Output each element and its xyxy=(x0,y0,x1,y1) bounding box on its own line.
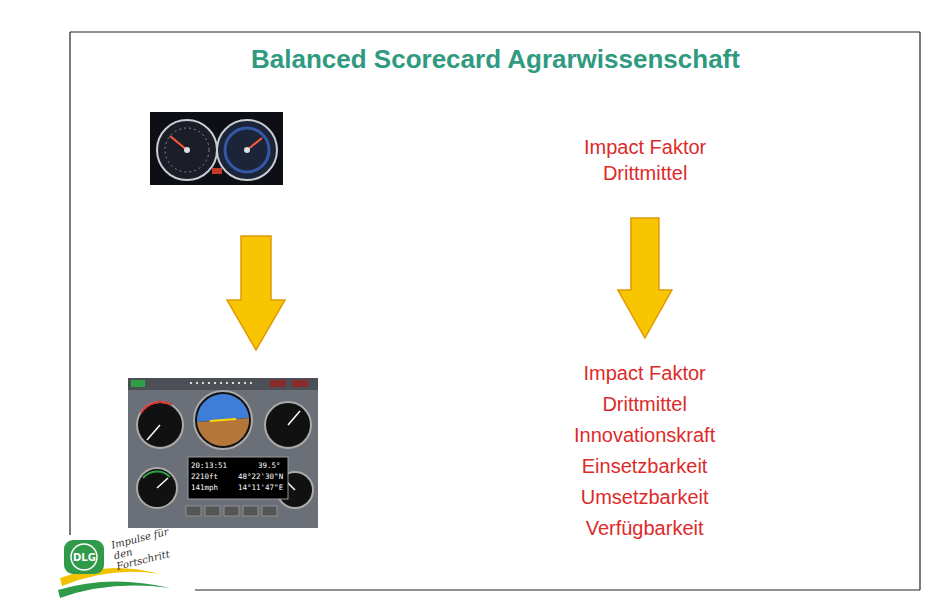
slide-title: Balanced Scorecard Agrarwissenschaft xyxy=(251,44,740,75)
car-dashboard xyxy=(150,112,283,185)
metric-text: Einsetzbarkeit xyxy=(574,451,715,482)
metric-text: Impact Faktor xyxy=(574,358,715,389)
display-readout: 39.5° xyxy=(258,461,281,470)
display-readout: 141mph xyxy=(191,483,218,492)
display-readout: 2210ft xyxy=(191,472,218,481)
display-readout: 48°22'30"N xyxy=(238,472,283,481)
display-readout: 20:13:51 xyxy=(191,461,227,470)
block-arrow xyxy=(227,236,285,350)
cockpit-panel xyxy=(128,378,318,528)
metric-text: Verfügbarkeit xyxy=(574,513,715,544)
metric-text: Drittmittel xyxy=(574,389,715,420)
block-arrow xyxy=(618,218,672,338)
metric-text: Innovationskraft xyxy=(574,420,715,451)
logo-slogan: Impulse für den Fortschritt xyxy=(110,522,190,572)
metric-text: Umsetzbarkeit xyxy=(574,482,715,513)
metric-text: Impact Faktor xyxy=(584,134,706,160)
logo-text: DLG xyxy=(73,552,96,563)
metric-text: Drittmittel xyxy=(584,160,706,186)
slide-frame xyxy=(70,32,920,590)
text-group: Impact FaktorDrittmittelInnovationskraft… xyxy=(568,356,721,546)
display-readout: 14°11'47"E xyxy=(238,483,283,492)
text-group: Impact FaktorDrittmittel xyxy=(578,132,712,188)
